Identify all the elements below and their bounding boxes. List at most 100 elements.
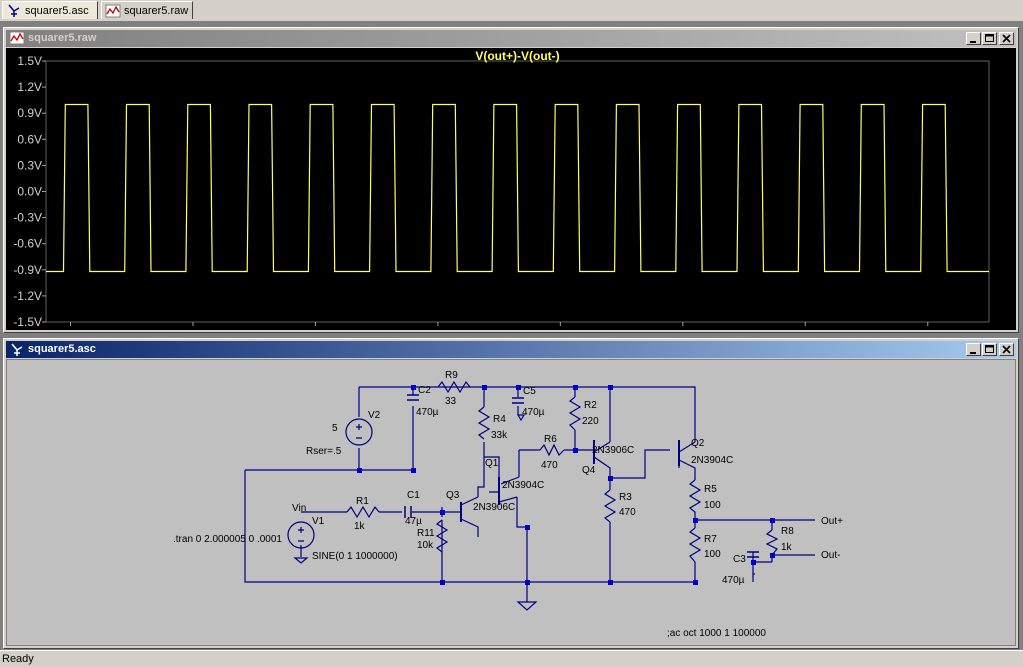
- schematic-icon: [11, 343, 23, 356]
- y-tick-label: -1.2V: [13, 289, 42, 303]
- r11-name: R11: [417, 528, 435, 539]
- waveform-plot: 1.5V 1.2V 0.9V 0.6V 0.3V 0.0V -0.3V -0.6V -0.9V -…: [13, 49, 990, 344]
- out-plus-label: Out+: [821, 516, 843, 527]
- q4-model: 2N3906C: [592, 445, 634, 456]
- resistors: [346, 380, 779, 563]
- component-labels: 5 V2 Rser=.5 C2 470µ R9 33 C5 470µ R4 33…: [173, 370, 843, 639]
- close-icon: [1002, 34, 1011, 43]
- q2-name: Q2: [691, 438, 705, 449]
- r3-name: R3: [619, 492, 632, 503]
- v2-name: V2: [368, 410, 381, 421]
- tab-squarer5-asc[interactable]: squarer5.asc: [2, 1, 98, 19]
- tab-label: squarer5.raw: [124, 5, 189, 17]
- r6-value: 470: [541, 460, 558, 471]
- minimize-icon: [970, 352, 976, 354]
- c2-name: C2: [418, 385, 431, 396]
- c5-value: 470µ: [522, 407, 545, 418]
- schematic-window: squarer5.asc: [3, 338, 1019, 649]
- r9-name: R9: [445, 370, 458, 381]
- r7-name: R7: [704, 534, 717, 545]
- circuit-schematic: 5 V2 Rser=.5 C2 470µ R9 33 C5 470µ R4 33…: [173, 370, 843, 639]
- maximize-icon: [985, 34, 994, 42]
- x-tick-label: 1.486ms: [170, 330, 216, 332]
- r5-name: R5: [704, 484, 717, 495]
- r1-value: 1k: [354, 521, 366, 532]
- document-tab-bar: squarer5.asc squarer5.raw: [0, 0, 1023, 22]
- waveform-icon: [9, 31, 25, 45]
- r6-name: R6: [544, 434, 557, 445]
- schematic-icon: [8, 4, 20, 17]
- window-title: squarer5.asc: [28, 343, 96, 355]
- v2-rser: Rser=.5: [306, 446, 342, 457]
- q3-name: Q3: [446, 490, 460, 501]
- close-button[interactable]: [999, 32, 1014, 45]
- c5-name: C5: [523, 386, 536, 397]
- y-tick-label: 0.3V: [17, 158, 42, 172]
- y-tick-label: -0.9V: [13, 263, 42, 277]
- r2-value: 220: [582, 416, 599, 427]
- c2-value: 470µ: [416, 407, 439, 418]
- minimize-icon: [970, 41, 976, 43]
- ac-directive: ;ac oct 1000 1 100000: [667, 628, 766, 639]
- maximize-button[interactable]: [982, 32, 997, 45]
- tab-label: squarer5.asc: [25, 5, 89, 17]
- y-tick-label: -1.5V: [13, 315, 42, 329]
- tran-directive: .tran 0 2.000005 0 .0001: [173, 534, 282, 545]
- x-tick-label: 1.490ms: [415, 330, 461, 332]
- r5-value: 100: [704, 500, 721, 511]
- c1-value: 47µ: [405, 516, 422, 527]
- waveform-window: squarer5.raw 1.5V 1.2V 0.9V 0.6V 0.3V 0.0V -0.…: [3, 27, 1019, 344]
- r7-value: 100: [704, 549, 721, 560]
- x-tick-label: 1.492ms: [537, 330, 583, 332]
- r4-name: R4: [493, 414, 506, 425]
- plot-area[interactable]: 1.5V 1.2V 0.9V 0.6V 0.3V 0.0V -0.3V -0.6V -0.9V -…: [6, 48, 1016, 344]
- r8-value: 1k: [781, 542, 793, 553]
- c3-value: 470µ: [722, 575, 745, 586]
- maximize-icon: [985, 345, 994, 353]
- x-tick-label: 1.484ms: [47, 330, 93, 332]
- status-bar: Ready: [0, 650, 1023, 667]
- r9-value: 33: [445, 396, 457, 407]
- r4-value: 33k: [491, 430, 508, 441]
- r11-value: 10k: [417, 540, 434, 551]
- v2-value: 5: [332, 423, 338, 434]
- close-icon: [1002, 345, 1011, 354]
- y-tick-label: 1.5V: [17, 54, 42, 68]
- tab-squarer5-raw[interactable]: squarer5.raw: [101, 1, 193, 19]
- schematic-canvas[interactable]: 5 V2 Rser=.5 C2 470µ R9 33 C5 470µ R4 33…: [6, 359, 1016, 646]
- junctions: [357, 385, 775, 585]
- y-tick-label: -0.6V: [13, 237, 42, 251]
- schematic-window-titlebar[interactable]: squarer5.asc: [6, 341, 1016, 358]
- v1-value: SINE(0 1 1000000): [312, 551, 398, 562]
- v1-name: V1: [312, 516, 325, 527]
- q1-name: Q1: [485, 458, 499, 469]
- trace-line: [46, 103, 989, 273]
- waveform-icon: [105, 4, 121, 18]
- c3-name: C3: [733, 554, 746, 565]
- r2-name: R2: [584, 400, 597, 411]
- waveform-window-titlebar[interactable]: squarer5.raw: [6, 30, 1016, 47]
- y-tick-label: 0.6V: [17, 132, 42, 146]
- r1-name: R1: [356, 496, 369, 507]
- y-tick-label: 0.9V: [17, 106, 42, 120]
- capacitors: [404, 394, 759, 558]
- q3-model: 2N3906C: [473, 502, 515, 513]
- v1-net: Vin: [292, 503, 306, 514]
- out-minus-label: Out-: [821, 550, 840, 561]
- q4-name: Q4: [582, 465, 596, 476]
- x-tick-label: 1.494ms: [660, 330, 706, 332]
- y-tick-label: 0.0V: [17, 185, 42, 199]
- window-title: squarer5.raw: [28, 32, 97, 44]
- y-tick-label: 1.2V: [17, 80, 42, 94]
- x-tick-label: 1.496ms: [782, 330, 828, 332]
- y-tick-label: -0.3V: [13, 211, 42, 225]
- maximize-button[interactable]: [982, 343, 997, 356]
- status-text: Ready: [2, 653, 34, 665]
- minimize-button[interactable]: [966, 32, 981, 45]
- r8-name: R8: [781, 526, 794, 537]
- c1-name: C1: [407, 490, 420, 501]
- q2-model: 2N3904C: [691, 455, 733, 466]
- r3-value: 470: [619, 507, 636, 518]
- close-button[interactable]: [999, 343, 1014, 356]
- minimize-button[interactable]: [966, 343, 981, 356]
